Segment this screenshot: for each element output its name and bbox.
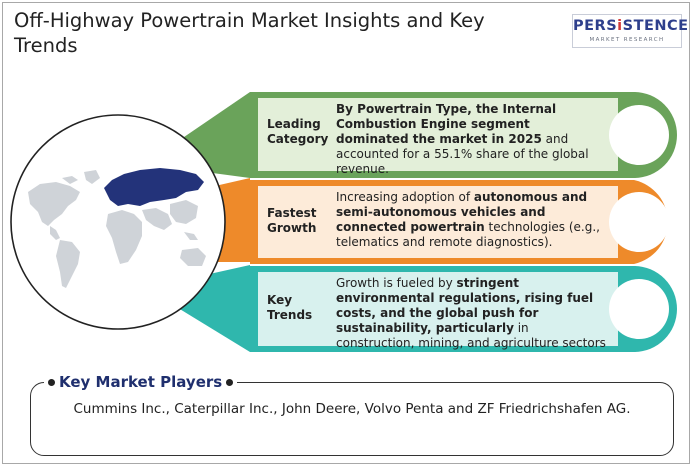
fastest-growth-circle (609, 192, 669, 252)
fastest-growth-text: Increasing adoption of autonomous and se… (336, 190, 600, 249)
key-trends-label: Key Trends (267, 293, 313, 322)
leading-category-text: By Powertrain Type, the Internal Combust… (336, 102, 589, 176)
bullet-dot-icon (226, 378, 234, 386)
persistence-logo: PERSiSTENCE MARKET RESEARCH (572, 14, 689, 48)
key-trends-text: Growth is fueled by stringent environmen… (336, 276, 606, 350)
key-trends-card-inner (258, 272, 618, 346)
key-trends-circle (609, 279, 669, 339)
key-market-players-title: Key Market Players (59, 373, 223, 391)
key-market-players-box (30, 382, 674, 456)
bullet-dot-icon (48, 378, 55, 386)
fastest-growth-card-inner (258, 186, 618, 258)
fastest-growth-label: Fastest Growth (267, 206, 317, 235)
logo-tagline: MARKET RESEARCH (589, 37, 665, 43)
leading-category-circle (609, 105, 669, 165)
leading-category-label: Leading Category (267, 117, 329, 146)
leading-category-card-inner (258, 98, 618, 171)
key-market-players-heading: Key Market Players (44, 372, 238, 392)
logo-wordmark: PERSiSTENCE (573, 18, 689, 34)
page-title: Off-Highway Powertrain Market Insights a… (14, 9, 485, 57)
world-map-icon (28, 168, 206, 288)
key-market-players-list: Cummins Inc., Caterpillar Inc., John Dee… (73, 401, 631, 417)
